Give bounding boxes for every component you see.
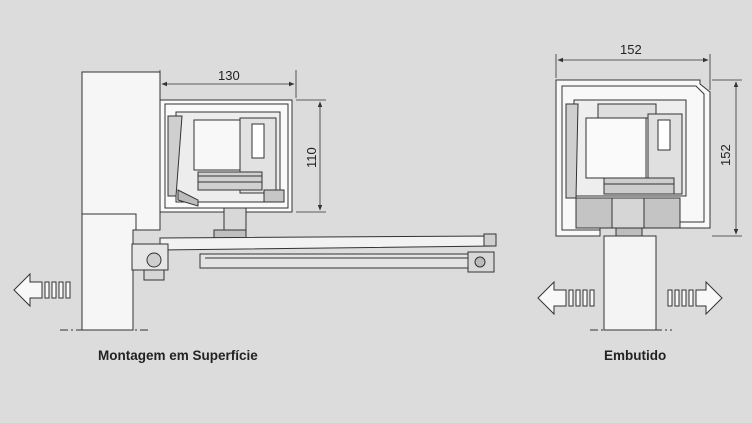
- embedded-drawing: [555, 79, 711, 331]
- embedded-dimension-lines: [555, 54, 742, 237]
- surface-mount-drawing: [60, 71, 497, 331]
- embedded-caption: Embutido: [604, 348, 667, 363]
- closer-arm: [159, 235, 495, 251]
- embedded-width-label: 152: [620, 42, 642, 57]
- surface-dimension-lines: [159, 70, 326, 213]
- embedded-door-leaf: [603, 235, 657, 331]
- door-leaf: [81, 213, 137, 331]
- embedded-height-label: 152: [718, 144, 733, 166]
- embedded-right-swing-arrow-icon: [667, 280, 723, 316]
- spindle: [223, 207, 247, 231]
- slide-rail: [199, 253, 477, 269]
- surface-width-label: 130: [218, 68, 240, 83]
- surface-mount-caption: Montagem em Superfície: [98, 348, 258, 363]
- embedded-left-swing-arrow-icon: [537, 280, 595, 316]
- left-swing-arrow-icon: [13, 272, 71, 308]
- wall-frame: [81, 71, 161, 231]
- surface-height-label: 110: [304, 147, 319, 168]
